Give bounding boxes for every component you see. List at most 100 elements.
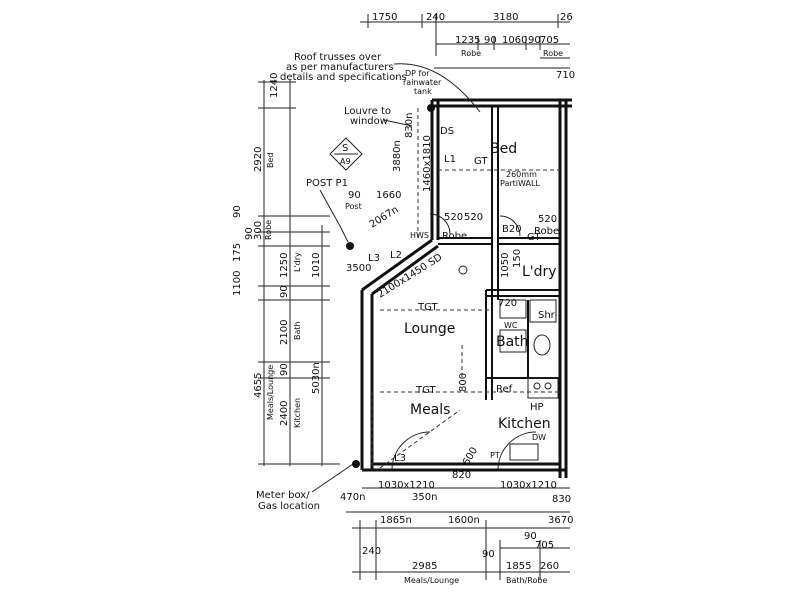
section-marker-sheet: A9 (340, 157, 351, 166)
dim-470n: 470n (340, 492, 365, 503)
label-l3b: L3 (394, 453, 406, 464)
room-wc: WC (504, 321, 518, 330)
walls (360, 98, 572, 478)
note-partiwall-2: PartiWALL (500, 179, 540, 188)
room-meals: Meals (410, 402, 450, 418)
robe-dim-label-2: Robe (543, 49, 563, 58)
dim-520c: 520 (538, 214, 557, 225)
room-hws: HWS (410, 231, 429, 240)
callouts: Roof trusses over as per manufacturers d… (256, 52, 540, 512)
dim-150: 150 (512, 249, 523, 268)
note-meter-2: Gas location (258, 501, 320, 512)
dim-3670: 3670 (548, 515, 573, 526)
dim-3180: 3180 (493, 12, 518, 23)
dim-1060: 1060 (502, 35, 527, 46)
room-bath: Bath (496, 334, 529, 350)
room-robe-b: Robe (534, 226, 559, 237)
bottom-bath-robe-label: Bath/Robe (506, 576, 547, 585)
room-ref: Ref (496, 384, 513, 395)
bottom-dim-90a: 90 (482, 549, 495, 560)
dim-1750: 1750 (372, 12, 397, 23)
bottom-dim-260: 260 (540, 561, 559, 572)
room-pt: PT (490, 451, 500, 460)
window-2100x1450: 2100x1450 SD (376, 252, 445, 301)
dim-5030: 5030n (311, 362, 322, 394)
bottom-dimension-lines: 240 2985 90 Meals/Lounge 90 705 1855 260… (352, 520, 570, 585)
left-dimension-lines: 1240 2920 Bed 90 1100 175 90 300 Robe 12… (232, 73, 340, 466)
dim-1240: 1240 (269, 73, 280, 98)
left-ldry-label: L'dry (293, 252, 302, 272)
note-partiwall-1: 260mm (506, 170, 537, 179)
bottom-dim-2985: 2985 (412, 561, 437, 572)
dim-2067: 2067n (368, 204, 401, 230)
label-gt1: GT (474, 156, 488, 167)
note-louvre-2: window (350, 116, 388, 127)
room-ldry: L'dry (522, 264, 557, 280)
label-l2: L2 (390, 250, 402, 261)
dim-1235: 1235 (455, 35, 480, 46)
dim-2920: 2920 (253, 147, 264, 172)
dim-26: 26 (560, 12, 573, 23)
room-shr: Shr (538, 310, 556, 321)
dim-90b: 90 (528, 35, 541, 46)
label-tgt2: TGT (415, 385, 437, 396)
dim-350n: 350n (412, 492, 437, 503)
note-dp-rainwater-1: DP for (405, 69, 430, 78)
note-trusses-3: details and specifications (280, 72, 407, 83)
window-1030x1210-b: 1030x1210 (500, 480, 557, 491)
dim-1100: 1100 (232, 271, 243, 296)
room-kitchen: Kitchen (498, 416, 551, 432)
dim-2100: 2100 (279, 320, 290, 345)
dim-4655: 4655 (253, 373, 264, 398)
dim-1865n: 1865n (380, 515, 412, 526)
dim-1660: 1660 (376, 190, 401, 201)
left-kitchen-label: Kitchen (293, 398, 302, 428)
robe-dim-label-1: Robe (461, 49, 481, 58)
room-robe-a: Robe (442, 231, 467, 242)
room-bed: Bed (490, 141, 517, 157)
dim-90-inner: 90 (348, 190, 361, 201)
section-marker-ref: S (342, 143, 348, 154)
dim-90a: 90 (484, 35, 497, 46)
post-label: Post (345, 202, 362, 211)
dim-3880n: 3880n (392, 140, 403, 172)
label-ds: DS (440, 126, 454, 137)
dim-90-left-d: 90 (279, 363, 290, 376)
dim-800: 800 (458, 373, 469, 392)
dim-3500: 3500 (346, 263, 371, 274)
left-meals-lounge-label: Meals/Lounge (266, 365, 275, 420)
label-l1: L1 (444, 154, 456, 165)
left-robe-label: Robe (264, 220, 273, 240)
dim-1050: 1050 (500, 253, 511, 278)
window-820: 820 (452, 470, 471, 481)
note-trusses-2: as per manufacturers (286, 62, 394, 73)
dim-520a: 520 (444, 212, 463, 223)
window-1030x1210-a: 1030x1210 (378, 480, 435, 491)
label-tgt1: TGT (417, 302, 439, 313)
fixtures (391, 213, 559, 471)
note-dp-rainwater-2: rainwater (403, 78, 442, 87)
dim-720: 720 (498, 298, 517, 309)
bottom-dim-1855: 1855 (506, 561, 531, 572)
dim-830: 830 (552, 494, 571, 505)
dim-90-left-a: 90 (232, 205, 243, 218)
room-dw: DW (532, 433, 546, 442)
dim-705: 705 (540, 35, 559, 46)
dim-240: 240 (426, 12, 445, 23)
dim-1010: 1010 (311, 253, 322, 278)
bottom-meals-lounge-label: Meals/Lounge (404, 576, 459, 585)
dim-520b: 520 (464, 212, 483, 223)
note-trusses-1: Roof trusses over (294, 52, 382, 63)
bottom-dim-705: 705 (535, 540, 554, 551)
dim-300: 300 (253, 221, 264, 240)
dim-1250: 1250 (279, 253, 290, 278)
label-b20: B20 (502, 224, 522, 235)
label-gt2: GT (527, 232, 541, 243)
room-lounge: Lounge (404, 321, 455, 337)
dim-1600n: 1600n (448, 515, 480, 526)
left-bath-label: Bath (293, 321, 302, 340)
dim-710: 710 (556, 70, 575, 81)
note-meter-1: Meter box/ (256, 490, 310, 501)
